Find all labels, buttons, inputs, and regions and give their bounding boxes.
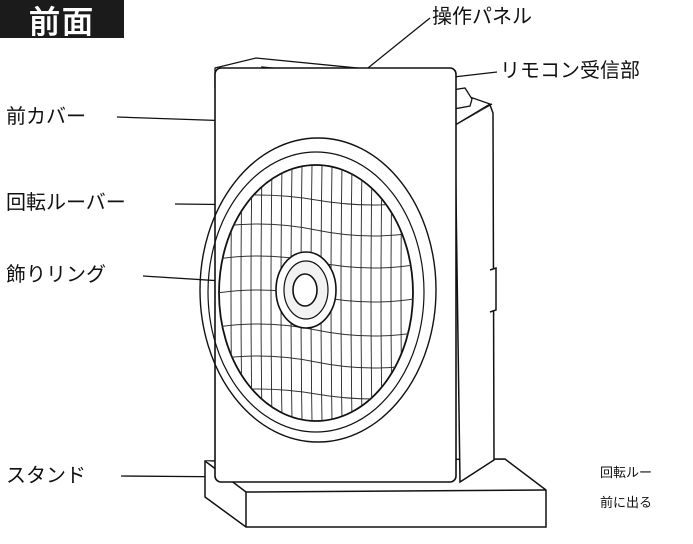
note-line-1: 回転ルー bbox=[600, 466, 653, 481]
label-front-cover: 前カバー bbox=[6, 104, 86, 128]
label-decorative-ring: 飾りリング bbox=[6, 262, 106, 286]
label-stand: スタンド bbox=[6, 463, 86, 487]
grill bbox=[199, 137, 437, 443]
note-line-2: 前に出る bbox=[600, 496, 653, 511]
body-side bbox=[454, 103, 497, 484]
label-control-panel: 操作パネル bbox=[432, 4, 532, 28]
label-rotating-louver: 回転ルーバー bbox=[6, 190, 126, 214]
page-title: 前面 bbox=[0, 0, 124, 41]
label-remote-receiver: リモコン受信部 bbox=[500, 58, 640, 82]
